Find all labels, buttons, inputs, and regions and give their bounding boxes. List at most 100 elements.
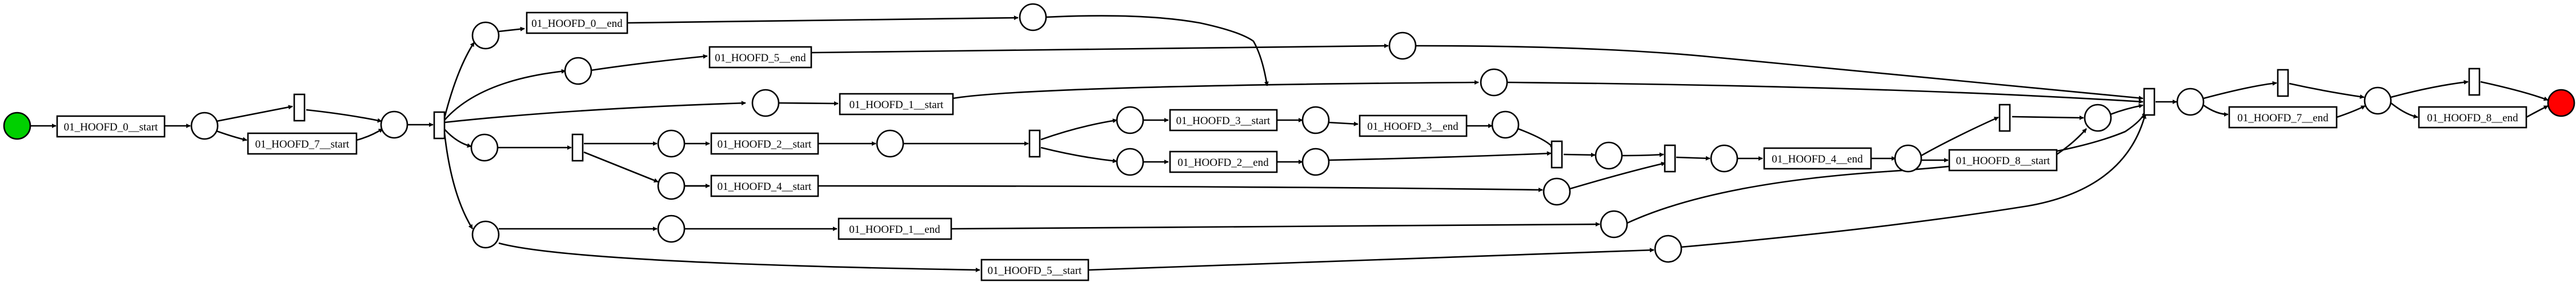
transitions: 01_HOOFD_0__start 01_HOOFD_7__start 01_H… [56,11,2527,281]
arc [1045,15,1269,86]
place [2084,104,2112,132]
transition-hoofd-1-end: 01_HOOFD_1__end [838,217,952,240]
edges [29,15,2549,272]
arc [2526,105,2549,118]
silent-transition [1028,129,1041,158]
arc [498,26,525,33]
place [1654,235,1682,263]
place [1595,141,1623,170]
arc [443,132,474,229]
arc [1328,151,1552,161]
transition-label: 01_HOOFD_8__end [2427,112,2518,124]
place [657,215,686,243]
places [3,3,2575,263]
arc [1507,81,2144,104]
silent-transition [433,111,446,140]
transition-hoofd-5-start: 01_HOOFD_5__start [980,259,1089,281]
transition-hoofd-4-end: 01_HOOFD_4__end [1763,147,1872,170]
arc [2390,102,2418,119]
place [1301,148,1330,176]
start-place [3,112,31,140]
arc [2390,80,2469,98]
arc [216,105,293,122]
place [380,110,408,139]
transition-hoofd-3-end: 01_HOOFD_3__end [1359,114,1468,137]
arc [583,151,659,183]
place [1116,106,1144,134]
silent-transition [2143,88,2156,116]
arc [443,42,475,118]
arc [444,69,566,121]
arc [1040,118,1117,141]
arc [1680,114,2146,248]
silent-transition [1998,104,2011,132]
place [1710,144,1738,173]
transition-hoofd-7-end: 01_HOOFD_7__end [2228,106,2338,129]
transition-label: 01_HOOFD_1__end [849,224,940,236]
silent-transitions [293,67,2481,173]
arc [1088,248,1654,271]
arc [2203,104,2229,117]
place [1116,148,1144,176]
place [471,220,500,249]
arc [1563,152,1596,157]
arc [811,43,1389,54]
place [1600,210,1628,239]
place [1480,68,1508,97]
transition-label: 01_HOOFD_8__start [1956,155,2050,167]
arc [216,130,247,142]
arc [1921,116,1999,157]
transition-hoofd-8-start: 01_HOOFD_8__start [1948,149,2058,172]
place [2176,88,2205,116]
place [1543,177,1571,206]
place [564,57,592,85]
transition-label: 01_HOOFD_2__start [718,138,812,150]
arc [951,222,1600,230]
place [470,133,499,162]
transition-hoofd-0-end: 01_HOOFD_0__end [526,11,628,34]
place [657,129,686,158]
arc [2480,81,2549,101]
place [1301,106,1330,134]
place [657,172,686,200]
transition-label: 01_HOOFD_0__end [531,18,623,30]
silent-transition [293,93,306,122]
transition-label: 01_HOOFD_5__end [715,52,806,64]
place [876,129,904,158]
transition-label: 01_HOOFD_3__start [1176,115,1271,127]
silent-transition [1551,140,1563,169]
place [1894,144,1922,173]
transition-label: 01_HOOFD_4__start [718,181,812,193]
place [1019,3,1047,31]
arc [2012,115,2084,120]
place [1388,31,1417,60]
arc [306,109,382,123]
arc [1676,156,1710,161]
arc [356,128,383,141]
transition-hoofd-0-start: 01_HOOFD_0__start [56,115,166,138]
transition-label: 01_HOOFD_3__end [1367,121,1459,133]
silent-transition [2468,67,2481,96]
transition-label: 01_HOOFD_5__start [988,265,1082,277]
transition-label: 01_HOOFD_7__start [255,138,350,150]
silent-transition [2277,69,2289,97]
arc [444,101,746,124]
arc [778,101,839,106]
arc [1517,128,1555,149]
arc [1569,161,1666,190]
arc [1626,111,2146,224]
place [751,89,780,117]
arc [2289,82,2365,99]
place [471,21,500,50]
transition-hoofd-8-end: 01_HOOFD_8__end [2418,106,2527,129]
transition-label: 01_HOOFD_7__end [2237,112,2329,124]
arc [818,185,1543,192]
arc [498,242,980,272]
arc [627,15,1019,24]
arc [1328,121,1359,126]
arc [590,54,708,72]
transition-label: 01_HOOFD_1__start [850,99,944,111]
transition-hoofd-7-start: 01_HOOFD_7__start [247,132,358,155]
arc [2203,81,2277,100]
